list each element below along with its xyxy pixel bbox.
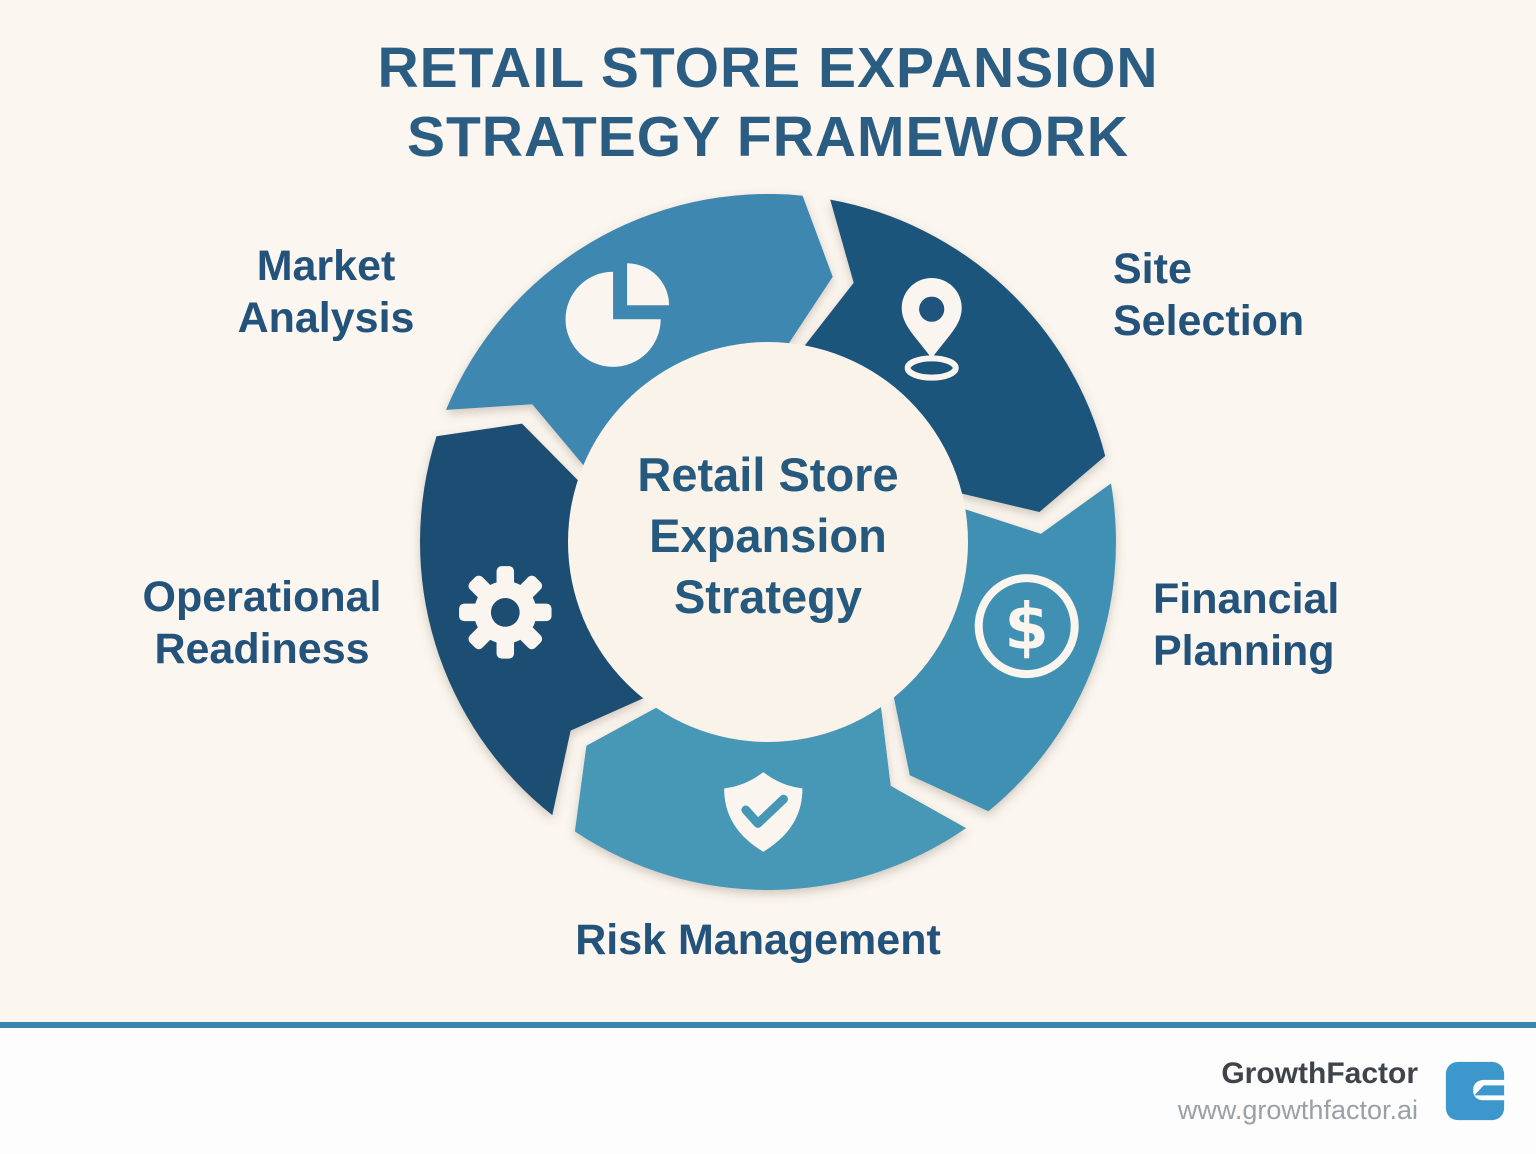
center-label-line: Expansion: [649, 509, 887, 563]
label-market-analysis: Market Analysis: [146, 240, 506, 345]
dollar-icon: $: [974, 574, 1079, 679]
brand-name: GrowthFactor: [1221, 1056, 1418, 1090]
growthfactor-logo-icon: [1445, 1061, 1505, 1121]
pie-chart-icon: [565, 263, 670, 367]
label-line: Site: [1113, 245, 1192, 293]
label-line: Selection: [1113, 297, 1305, 346]
brand-website: www.growthfactor.ai: [1177, 1094, 1418, 1125]
shield-check-icon: [724, 772, 803, 852]
gear-icon: [459, 566, 552, 659]
footer-divider: [0, 1022, 1536, 1028]
center-circle: [568, 342, 968, 742]
label-site-selection: Site Selection: [1113, 243, 1304, 348]
label-line: Financial: [1153, 575, 1340, 623]
footer: GrowthFactor www.growthfactor.ai: [0, 1028, 1536, 1154]
label-operational-readiness: Operational Readiness: [92, 571, 432, 676]
label-financial-planning: Financial Planning: [1153, 573, 1339, 678]
segment-financial-planning: [893, 483, 1116, 812]
center-label-line: Retail Store: [637, 448, 899, 501]
title-line-1: RETAIL STORE EXPANSION: [377, 36, 1159, 100]
label-risk-management: Risk Management: [508, 914, 1008, 966]
label-line: Readiness: [154, 625, 370, 674]
page-title: RETAIL STORE EXPANSION STRATEGY FRAMEWOR…: [0, 34, 1536, 172]
label-line: Market: [256, 242, 396, 290]
segment-site-selection: [803, 199, 1106, 512]
label-line: Planning: [1153, 627, 1335, 676]
center-label: Retail Store Expansion Strategy: [568, 444, 968, 627]
label-line: Risk Management: [575, 916, 941, 964]
footer-brand-block: GrowthFactor www.growthfactor.ai: [1178, 1057, 1418, 1126]
title-line-2: STRATEGY FRAMEWORK: [406, 104, 1130, 169]
location-pin-icon: [901, 278, 962, 381]
center-label-line: Strategy: [673, 570, 863, 624]
label-line: Analysis: [237, 294, 415, 343]
label-line: Operational: [142, 573, 382, 621]
svg-text:$: $: [1004, 591, 1049, 665]
